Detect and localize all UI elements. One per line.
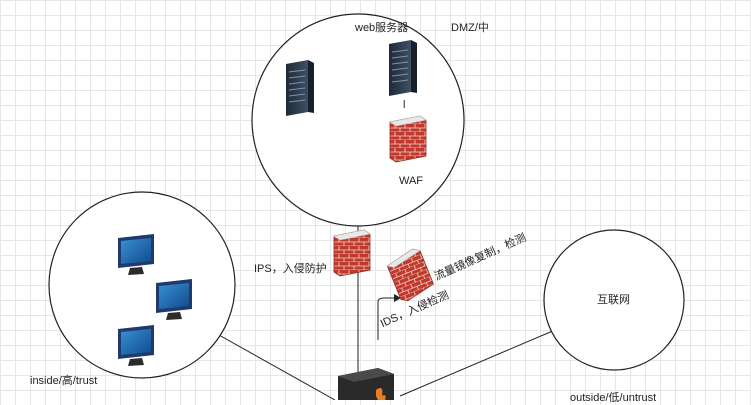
dmz-zone-label: DMZ/中: [451, 22, 489, 34]
link-inside-core: [209, 329, 336, 400]
dmz-zone-circle: [251, 13, 465, 227]
core-firewall-icon: [338, 368, 394, 400]
monitor-icon: [118, 325, 154, 366]
connector-mark: l: [403, 99, 406, 111]
monitor-icon: [118, 234, 154, 275]
ids-mirror-arrow: [377, 297, 394, 340]
outside-zone-label: outside/低/untrust: [570, 392, 657, 404]
monitor-icon: [156, 279, 192, 320]
internet-title: 互联网: [597, 294, 630, 306]
web-server-label: web服务器: [355, 22, 409, 34]
waf-label: WAF: [399, 175, 424, 187]
ids-firewall-icon: [386, 248, 434, 302]
ips-firewall-icon: [333, 229, 371, 277]
internet-zone-circle: [543, 229, 685, 371]
link-internet-core: [399, 329, 556, 397]
inside-zone-circle: [48, 191, 236, 379]
web-server-icon: [389, 40, 417, 96]
arrow-head: [394, 294, 401, 302]
inside-zone-label: inside/高/trust: [30, 375, 98, 387]
ips-label: IPS，入侵防护: [254, 263, 327, 275]
server-icon: [286, 60, 314, 116]
waf-firewall-icon: [389, 115, 427, 163]
